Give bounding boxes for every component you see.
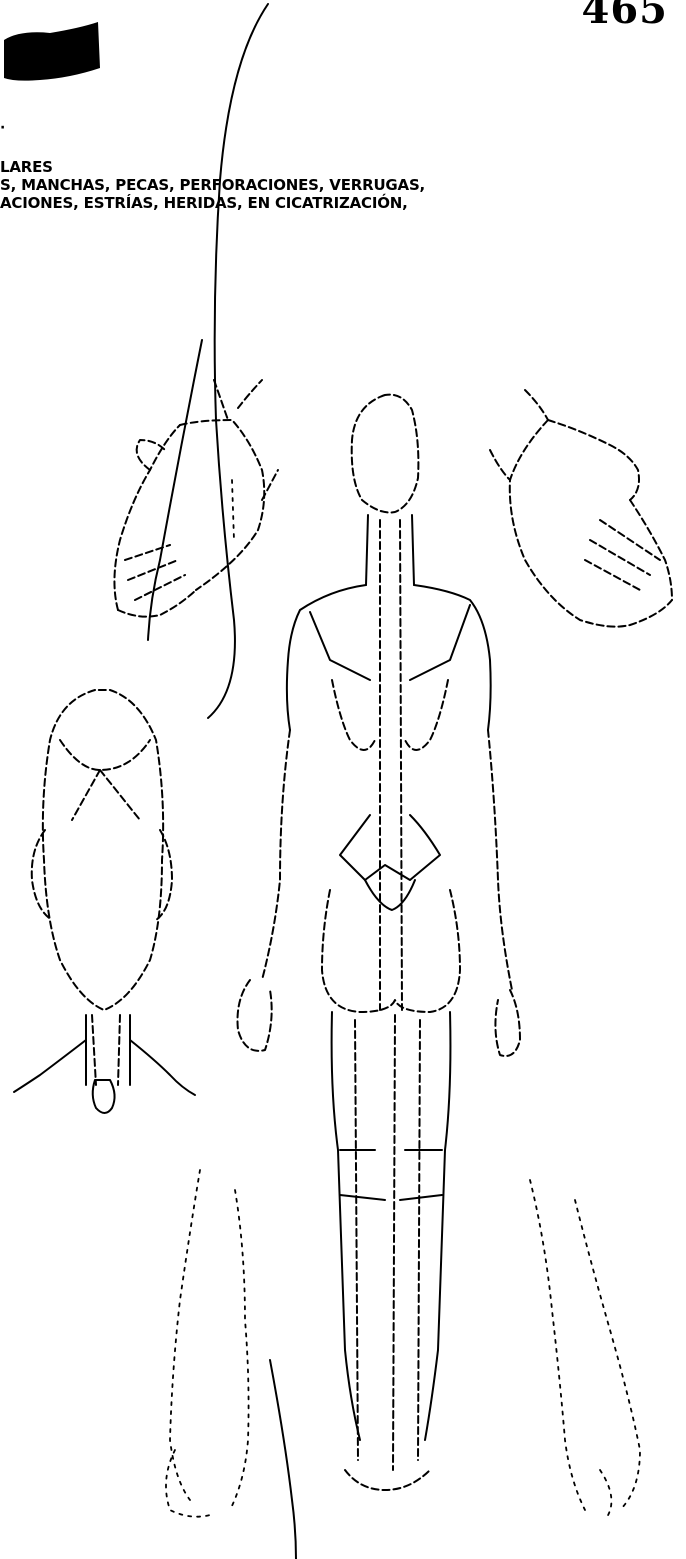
body-back-diagram: [238, 395, 521, 1490]
pen-stroke-diagonal: [148, 340, 202, 640]
redaction-blot: [4, 22, 100, 81]
left-foot-diagram: [166, 1170, 249, 1517]
right-hand-diagram: [490, 390, 672, 627]
pen-stroke-long: [208, 4, 268, 718]
head-top-diagram: [14, 690, 195, 1113]
right-foot-diagram: [530, 1180, 640, 1520]
pen-stroke-bottom: [270, 1360, 296, 1559]
left-hand-diagram: [114, 380, 278, 617]
